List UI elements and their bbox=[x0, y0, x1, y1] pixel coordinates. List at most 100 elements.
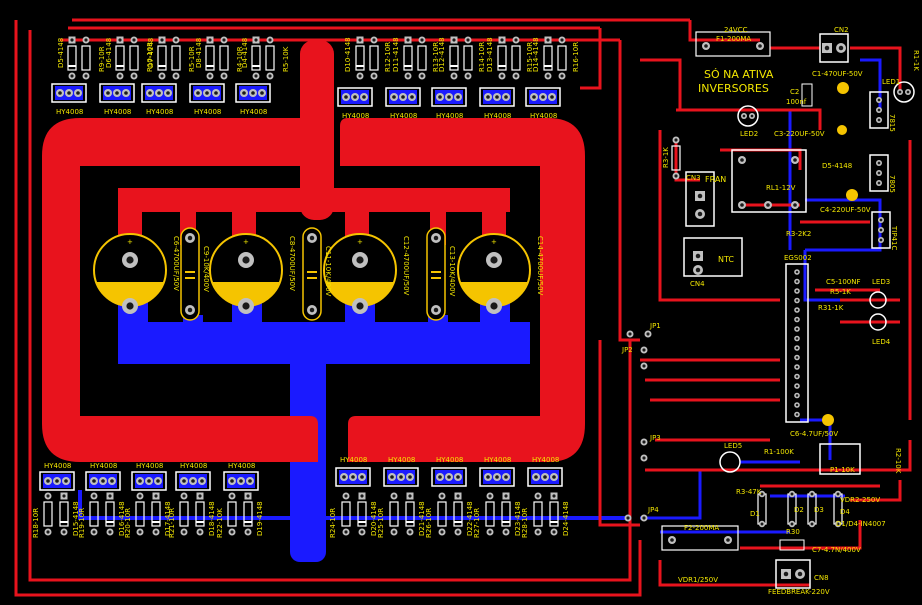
pad-hole bbox=[642, 364, 646, 368]
r3-label: R3-1K bbox=[662, 147, 670, 168]
pad-hole bbox=[353, 95, 357, 99]
pad-hole bbox=[674, 174, 678, 178]
pad-hole bbox=[372, 38, 376, 42]
top-right-diode-label: D11-4148 bbox=[392, 37, 400, 72]
pad-hole bbox=[390, 475, 394, 479]
pad-hole bbox=[208, 38, 212, 42]
cap-plus-mark: + bbox=[357, 238, 363, 246]
c4-cap bbox=[846, 189, 858, 201]
pad-hole bbox=[67, 91, 71, 95]
tip-label: TIP41C bbox=[890, 225, 898, 250]
bottom-left-res-label: R18-10R bbox=[32, 508, 40, 538]
pad-hole bbox=[550, 95, 554, 99]
mosfet-label: HY4008 bbox=[44, 462, 71, 470]
top-copper-layer bbox=[14, 18, 912, 597]
mosfet-outline bbox=[479, 87, 515, 107]
top-right-diode bbox=[449, 45, 459, 71]
bottom-left-res-label: R21-10R bbox=[168, 508, 176, 538]
film-cap-label: C9-10K/400V bbox=[202, 246, 210, 292]
pad-hole bbox=[406, 74, 410, 78]
big-cap-label: C6-4700UF/50V bbox=[172, 236, 180, 291]
pad-hole bbox=[84, 74, 88, 78]
d14-label: D1/D4-IN4007 bbox=[836, 520, 886, 528]
mosfet-label: HY4008 bbox=[436, 112, 463, 120]
bottom-left-diode-label: D16-4148 bbox=[118, 501, 126, 536]
pad-hole bbox=[546, 74, 550, 78]
pad-hole bbox=[810, 522, 814, 526]
pad-hole bbox=[196, 91, 200, 95]
d3-label: D3 bbox=[814, 506, 824, 514]
pad-hole bbox=[704, 44, 708, 48]
pad-hole bbox=[795, 365, 799, 369]
pad-hole bbox=[824, 45, 830, 51]
pad-hole bbox=[742, 114, 746, 118]
reg7805-label: 7805 bbox=[888, 175, 896, 193]
pad-hole bbox=[126, 302, 134, 310]
cap-plus-mark: + bbox=[243, 238, 249, 246]
connector-cn4 bbox=[683, 237, 743, 277]
pad-hole bbox=[101, 479, 105, 483]
c5-label: C5-100NF bbox=[826, 278, 861, 286]
pad-hole bbox=[877, 98, 881, 102]
mosfet-outline bbox=[223, 471, 259, 491]
pad-hole bbox=[84, 38, 88, 42]
connector-cn3 bbox=[685, 171, 715, 227]
pad-hole bbox=[182, 530, 186, 534]
pad-hole bbox=[246, 530, 250, 534]
pad-hole bbox=[486, 95, 490, 99]
pad-hole bbox=[795, 337, 799, 340]
top-left-res-label: R9-10R bbox=[98, 46, 106, 72]
left-copper-pour bbox=[42, 118, 318, 462]
pad-hole bbox=[433, 307, 439, 313]
pad-hole bbox=[230, 494, 234, 498]
c1-cap bbox=[837, 82, 849, 94]
bottom-right-resistor bbox=[533, 501, 543, 527]
pad-hole bbox=[795, 299, 799, 302]
pad-hole bbox=[674, 138, 678, 142]
bottom-left-resistor bbox=[43, 501, 53, 527]
mosfet-label: HY4008 bbox=[532, 456, 559, 464]
pad-hole bbox=[793, 158, 797, 162]
pad-hole bbox=[92, 530, 96, 534]
pad-hole bbox=[55, 479, 59, 483]
top-right-resistor bbox=[463, 45, 473, 71]
bottom-left-diode-label: D17-4148 bbox=[164, 501, 172, 536]
r1-label: R1-1K bbox=[912, 50, 920, 71]
film-cap bbox=[426, 227, 446, 321]
big-cap-label: C8-4700UF/50V bbox=[288, 236, 296, 291]
pad-hole bbox=[254, 74, 258, 78]
film-cap-label: C11-10K/400V bbox=[324, 246, 332, 297]
big-cap-label: C12-4700UF/50V bbox=[402, 236, 410, 296]
pad-hole bbox=[466, 74, 470, 78]
pad-hole bbox=[110, 479, 114, 483]
film-cap bbox=[302, 227, 322, 321]
feedbreak-label: FEEDBREAK-220V bbox=[768, 588, 830, 596]
pad-hole bbox=[132, 74, 136, 78]
pad-hole bbox=[500, 38, 504, 42]
pad-hole bbox=[410, 95, 414, 99]
pad-hole bbox=[148, 91, 152, 95]
top-left-resistor bbox=[265, 45, 275, 71]
pad-hole bbox=[552, 530, 556, 534]
r3-resistor bbox=[671, 145, 681, 171]
pad-hole bbox=[552, 494, 556, 498]
pad-hole bbox=[642, 440, 646, 444]
pad-hole bbox=[408, 530, 412, 534]
pad-hole bbox=[160, 74, 164, 78]
bottom-right-diode bbox=[501, 501, 511, 527]
pad-hole bbox=[795, 413, 799, 416]
pad-hole bbox=[242, 256, 250, 264]
pad-hole bbox=[239, 479, 243, 483]
bottom-right-diode-label: D24-4148 bbox=[562, 501, 570, 536]
pad-hole bbox=[344, 530, 348, 534]
top-left-resistor bbox=[171, 45, 181, 71]
regulator-7815 bbox=[869, 91, 889, 129]
mosfet-outline bbox=[383, 467, 419, 487]
r1b-label: R1-100K bbox=[764, 448, 794, 456]
pad-hole bbox=[124, 91, 128, 95]
pad-hole bbox=[795, 289, 799, 293]
top-left-diode bbox=[115, 45, 125, 71]
mosfet-label: HY4008 bbox=[194, 108, 221, 116]
pad-hole bbox=[440, 494, 444, 498]
